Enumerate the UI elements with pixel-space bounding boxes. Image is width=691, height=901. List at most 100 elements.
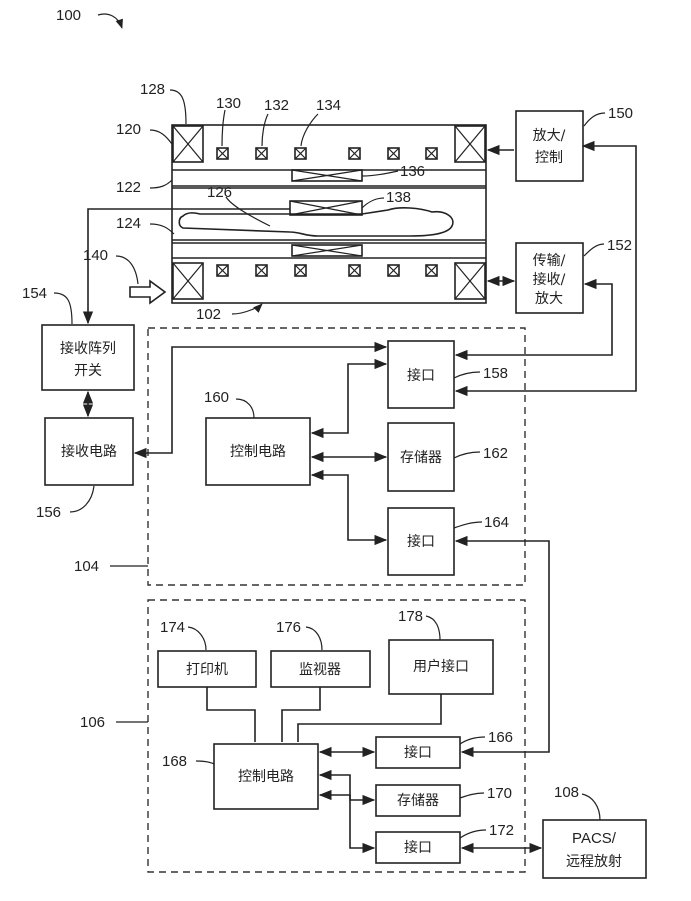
rf-coil-136 [292, 170, 362, 181]
leader-102 [232, 304, 262, 314]
ref-102: 102 [196, 306, 221, 323]
rf-coil-138 [290, 201, 362, 215]
ref-100: 100 [56, 7, 81, 24]
leader-166 [460, 737, 485, 744]
control-circuit-168-box: 控制电路 [214, 744, 318, 809]
ref-132: 132 [264, 97, 289, 114]
amp-control-line1: 放大/ [533, 128, 566, 144]
ref-134: 134 [316, 97, 341, 114]
link-control168-memory170 [320, 775, 374, 800]
leader-164 [454, 522, 482, 528]
interface-172-label: 接口 [404, 839, 432, 856]
ref-170: 170 [487, 785, 512, 802]
ref-154: 154 [22, 285, 47, 302]
control-circuit-168-label: 控制电路 [238, 769, 294, 785]
leader-160 [236, 399, 254, 418]
memory-162-box: 存储器 [388, 423, 454, 491]
link-printer-control168 [207, 687, 255, 742]
ref-140: 140 [83, 247, 108, 264]
ref-136: 136 [400, 163, 425, 180]
user-interface-label: 用户接口 [413, 658, 469, 675]
ref-160: 160 [204, 389, 229, 406]
pacs-box: PACS/ 远程放射 [543, 820, 646, 878]
ref-106: 106 [80, 714, 105, 731]
leader-120 [150, 130, 172, 144]
amp-control-box: 放大/ 控制 [516, 111, 583, 181]
ref-128: 128 [140, 81, 165, 98]
ref-124: 124 [116, 215, 141, 232]
rx-array-switch-line1: 接收阵列 [60, 340, 116, 357]
interface-158-box: 接口 [388, 341, 454, 408]
control-circuit-160-label: 控制电路 [230, 444, 286, 460]
link-control168-interface172 [320, 795, 374, 848]
leader-176 [306, 627, 322, 650]
rx-circuit-box: 接收电路 [45, 418, 133, 485]
ref-164: 164 [484, 514, 509, 531]
ref-104: 104 [74, 558, 99, 575]
ref-150: 150 [608, 105, 633, 122]
ref-174: 174 [160, 619, 185, 636]
leader-122 [150, 180, 172, 188]
memory-170-box: 存储器 [376, 785, 460, 816]
main-coil-top-left [173, 126, 203, 162]
tx-rx-amp-line3: 放大 [535, 291, 563, 307]
ref-122: 122 [116, 179, 141, 196]
leader-100 [98, 14, 122, 28]
rx-array-switch-box: 接收阵列 开关 [42, 325, 134, 390]
scanner-assembly [130, 125, 486, 303]
ref-152: 152 [607, 237, 632, 254]
interface-172-box: 接口 [376, 832, 460, 863]
interface-164-label: 接口 [407, 533, 435, 550]
ref-172: 172 [489, 822, 514, 839]
leader-168 [196, 761, 214, 764]
tx-rx-amp-box: 传输/ 接收/ 放大 [516, 243, 583, 313]
ref-156: 156 [36, 504, 61, 521]
rf-coil-bottom [292, 245, 362, 256]
leader-174 [188, 627, 206, 650]
control-circuit-160-box: 控制电路 [206, 418, 310, 485]
tx-rx-amp-line2: 接收/ [533, 271, 566, 288]
ref-166: 166 [488, 729, 513, 746]
leader-158 [454, 372, 480, 378]
leader-178 [426, 616, 440, 640]
leader-140 [116, 256, 138, 284]
link-control160-interface158 [312, 364, 386, 433]
ref-138: 138 [386, 189, 411, 206]
main-coil-bottom-right [455, 263, 485, 299]
leader-156 [70, 486, 94, 512]
ref-158: 158 [483, 365, 508, 382]
memory-170-label: 存储器 [397, 793, 439, 809]
ref-130: 130 [216, 95, 241, 112]
ref-178: 178 [398, 608, 423, 625]
interface-158-label: 接口 [407, 367, 435, 384]
interface-166-box: 接口 [376, 737, 460, 768]
tx-rx-amp-line1: 传输/ [533, 253, 566, 269]
monitor-label: 监视器 [299, 662, 341, 678]
ref-168: 168 [162, 753, 187, 770]
input-arrow-140 [130, 281, 165, 303]
rx-array-switch-line2: 开关 [74, 363, 102, 379]
memory-162-label: 存储器 [400, 450, 442, 466]
leader-108 [582, 794, 600, 820]
leader-124 [150, 224, 174, 234]
main-coil-top-right [455, 126, 485, 162]
printer-label: 打印机 [186, 661, 228, 678]
leader-170 [460, 793, 484, 798]
pacs-line1: PACS/ [572, 830, 617, 847]
main-coil-bottom-left [173, 263, 203, 299]
ref-120: 120 [116, 121, 141, 138]
leader-152 [584, 244, 604, 256]
interface-164-box: 接口 [388, 508, 454, 575]
monitor-box: 监视器 [271, 651, 370, 687]
pacs-line2: 远程放射 [566, 854, 622, 870]
ref-162: 162 [483, 445, 508, 462]
link-monitor-control168 [282, 687, 320, 742]
printer-box: 打印机 [158, 651, 256, 687]
leader-162 [454, 452, 480, 458]
leader-128 [170, 90, 186, 124]
leader-172 [460, 830, 486, 838]
ref-176: 176 [276, 619, 301, 636]
ref-126: 126 [207, 184, 232, 201]
link-control160-interface164 [312, 475, 386, 540]
